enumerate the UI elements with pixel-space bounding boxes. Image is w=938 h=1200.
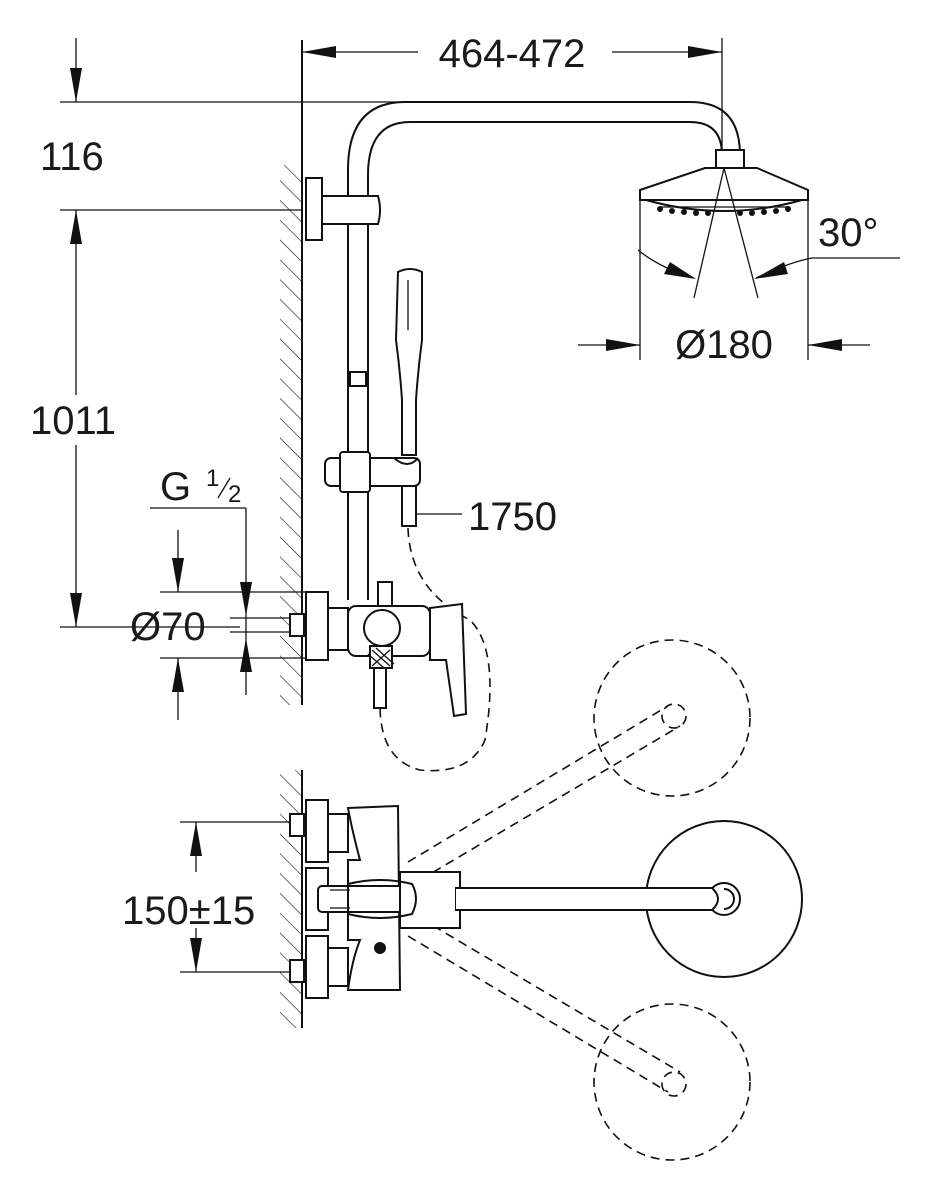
hand-shower (324, 268, 423, 527)
top-offset-dimension: 116 (40, 38, 420, 179)
thread-denominator-label: 2 (228, 481, 241, 508)
arm-and-head-top-view (455, 820, 803, 978)
wall-top-view (280, 770, 303, 1028)
wall-side-view (280, 40, 303, 705)
top-offset-label: 116 (40, 135, 104, 179)
mixer-top-view (289, 799, 461, 999)
hose-length-dimension: 1750 (416, 495, 557, 539)
width-dimension: 464-472 (302, 32, 723, 155)
mixer-side-view (289, 581, 468, 718)
thread-prefix-label: G (160, 465, 191, 509)
thread-numerator-label: 1 (206, 465, 219, 492)
height-dimension: 1011 (30, 209, 302, 628)
shower-head (639, 149, 809, 360)
hose-length-label: 1750 (468, 495, 557, 539)
width-range-label: 464-472 (439, 32, 586, 76)
head-diameter-label: Ø180 (675, 323, 773, 367)
angle-label: 30° (818, 211, 879, 255)
nozzle-row (657, 206, 791, 216)
flange-diameter-dimension: Ø70 (130, 530, 306, 720)
inlet-spacing-dimension: 150±15 (122, 821, 296, 973)
swivel-range (407, 639, 751, 1161)
shower-hose (379, 527, 491, 772)
height-label: 1011 (30, 399, 116, 443)
inlet-spacing-label: 150±15 (122, 889, 255, 933)
thread-size-dimension: G 1 2 (150, 465, 252, 695)
riser-pipe (305, 101, 741, 600)
head-diameter-dimension: Ø180 (578, 323, 870, 367)
flange-diameter-label: Ø70 (130, 605, 206, 649)
tilt-angle-dimension: 30° (637, 211, 900, 279)
